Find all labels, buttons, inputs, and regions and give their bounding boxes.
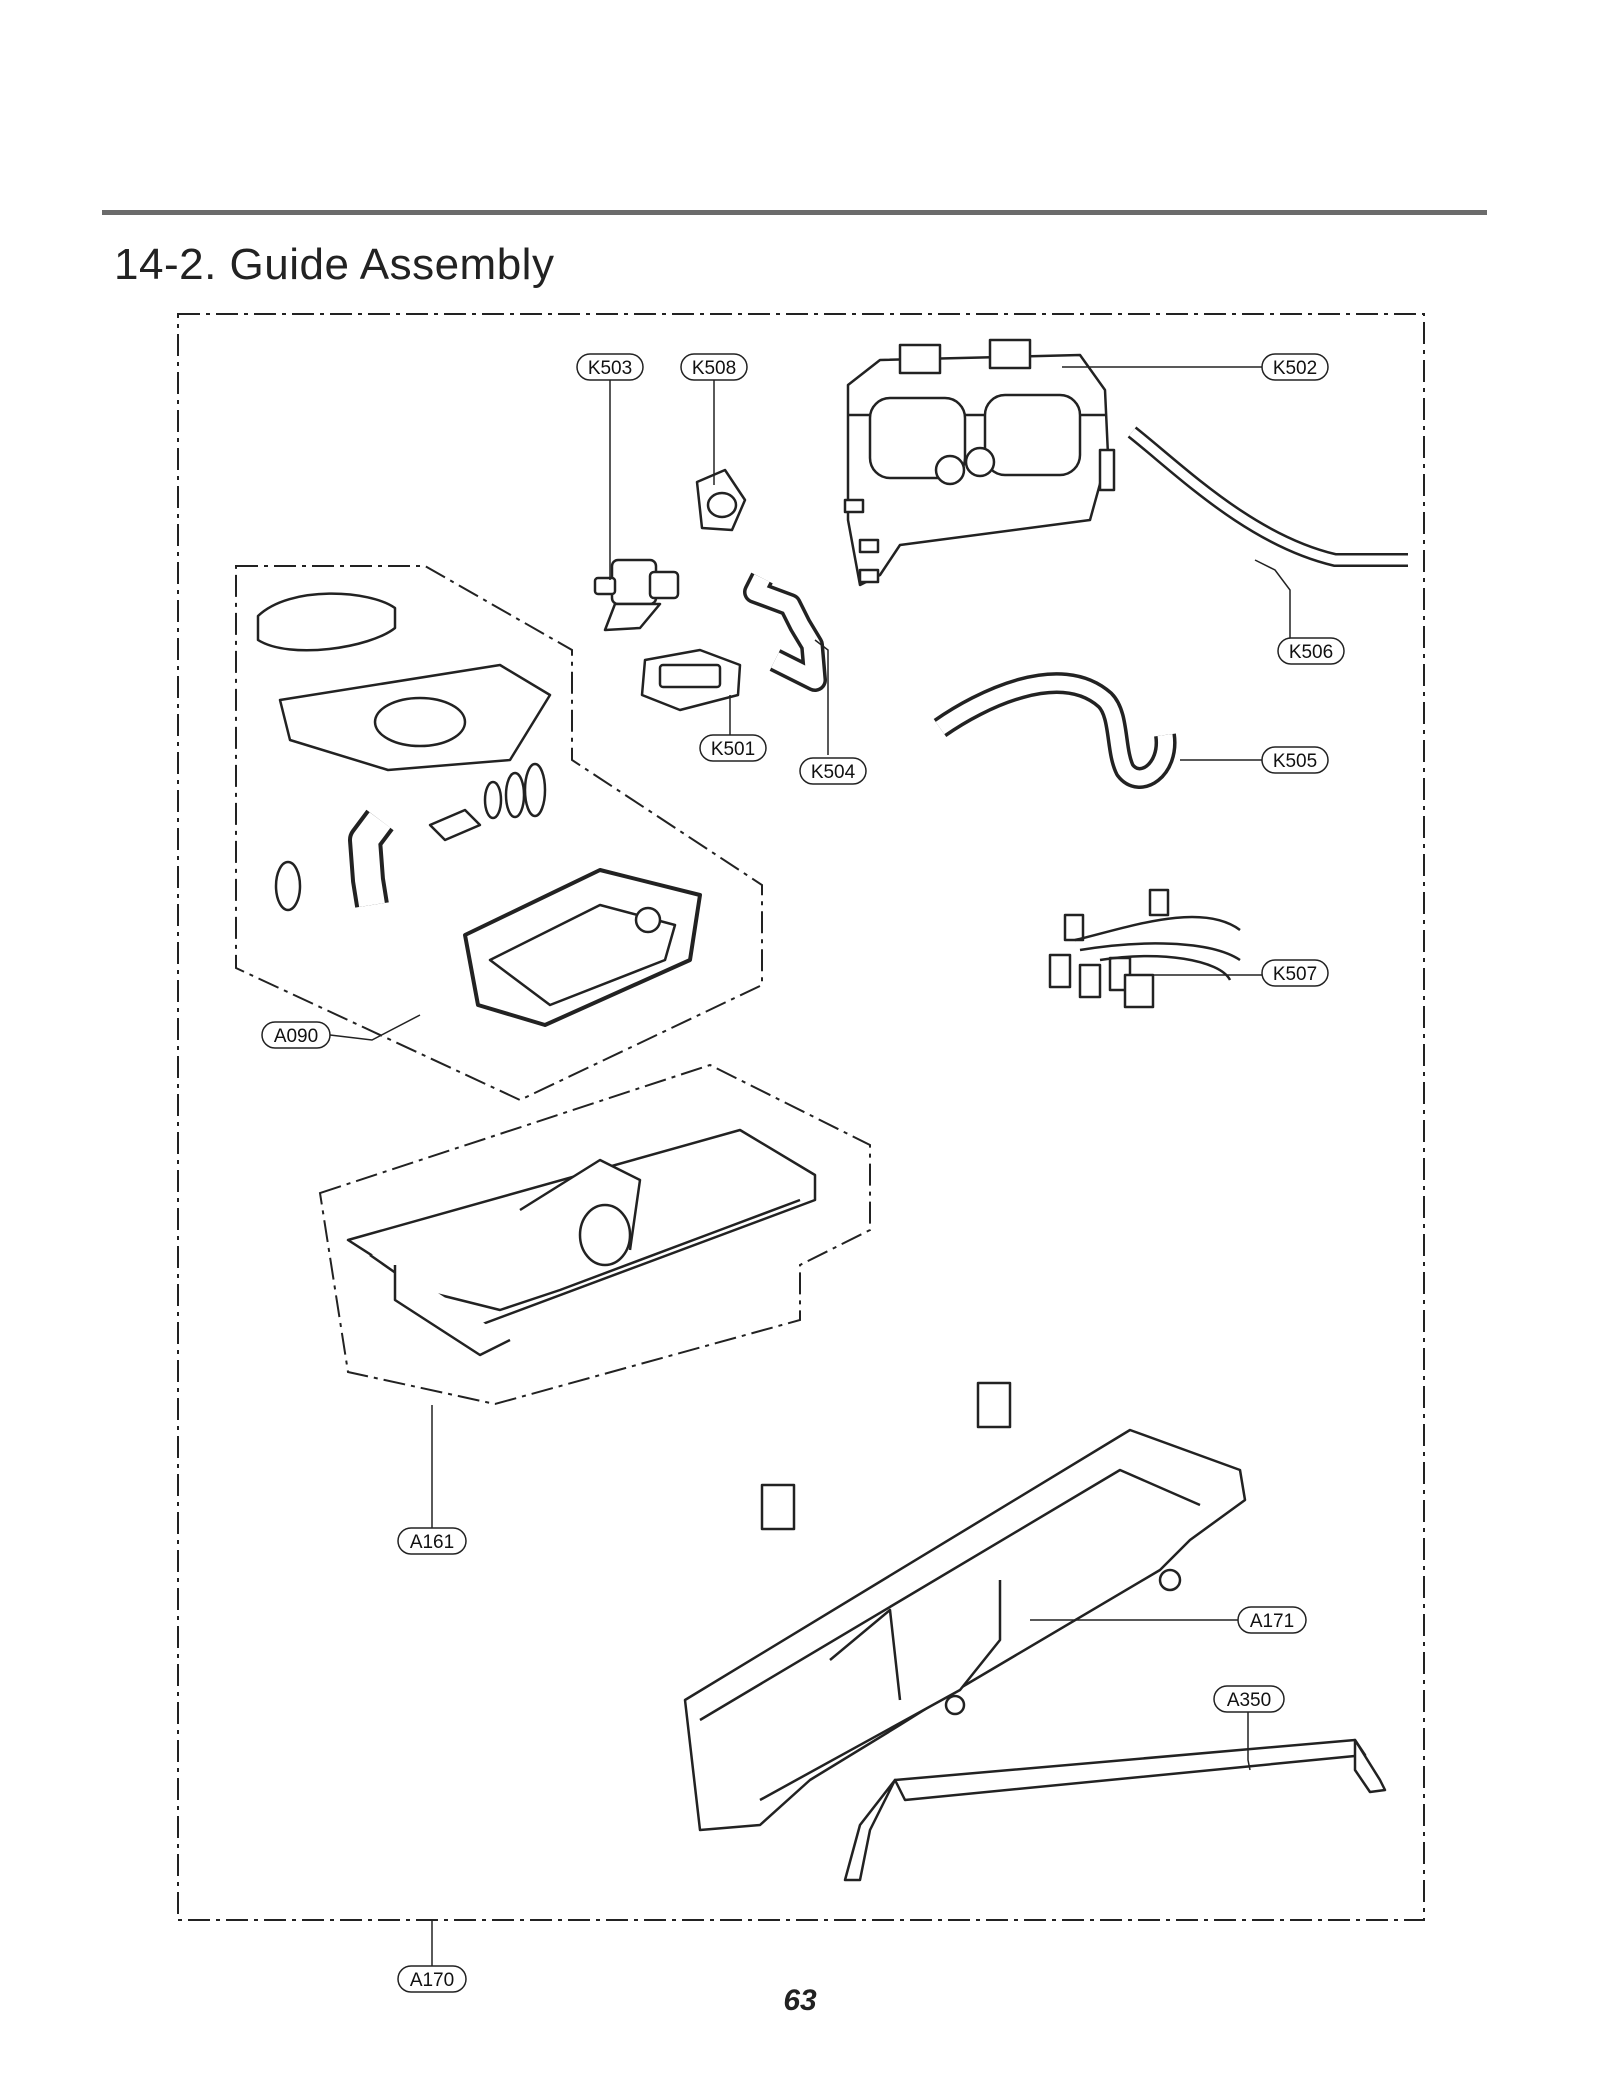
callout-a350: A350 bbox=[1213, 1685, 1285, 1713]
callout-labels: K503 K508 K502 K506 K501 K504 K505 K507 bbox=[261, 353, 1345, 1993]
a090-boundary bbox=[235, 565, 763, 1102]
callout-k506: K506 bbox=[1277, 637, 1345, 665]
svg-text:K502: K502 bbox=[1273, 358, 1317, 379]
a090-cover-part bbox=[278, 663, 552, 772]
svg-text:K508: K508 bbox=[692, 358, 736, 379]
a161-boundary bbox=[318, 1063, 871, 1406]
callout-k502: K502 bbox=[1261, 353, 1329, 381]
callout-a161: A161 bbox=[397, 1527, 467, 1555]
svg-text:A170: A170 bbox=[410, 1970, 454, 1991]
callout-k501: K501 bbox=[699, 734, 767, 762]
k507-harness-part bbox=[1048, 888, 1241, 1009]
a350-rail-part bbox=[843, 1738, 1387, 1882]
a090-fittings-part bbox=[428, 762, 547, 842]
clip-lower-part bbox=[760, 1483, 796, 1531]
k502-housing-part bbox=[843, 338, 1116, 587]
svg-text:A090: A090 bbox=[274, 1026, 318, 1047]
a090-cap-part bbox=[256, 592, 397, 652]
outer-assembly-boundary bbox=[177, 313, 1425, 1921]
page-number: 63 bbox=[783, 1984, 817, 2017]
svg-text:K504: K504 bbox=[811, 762, 856, 783]
a161-basin-part bbox=[346, 1128, 817, 1357]
leader-lines bbox=[329, 366, 1291, 1966]
a090-tray-part bbox=[463, 868, 702, 1027]
clip-upper-part bbox=[976, 1381, 1012, 1429]
svg-text:A171: A171 bbox=[1250, 1611, 1294, 1632]
callout-k508: K508 bbox=[680, 353, 748, 381]
k503-valve-part bbox=[593, 558, 680, 632]
a090-ring-part bbox=[274, 860, 302, 912]
callout-a170: A170 bbox=[397, 1965, 467, 1993]
callout-k504: K504 bbox=[799, 757, 867, 785]
a171-frame-part bbox=[683, 1428, 1247, 1832]
svg-text:K505: K505 bbox=[1273, 751, 1317, 772]
svg-text:K501: K501 bbox=[711, 739, 755, 760]
k501-holder-part bbox=[640, 648, 742, 712]
callout-k505: K505 bbox=[1261, 746, 1329, 774]
svg-text:K507: K507 bbox=[1273, 964, 1317, 985]
header-rule bbox=[102, 210, 1487, 215]
callout-a171: A171 bbox=[1237, 1606, 1307, 1634]
svg-text:K506: K506 bbox=[1289, 642, 1333, 663]
k505-hose-part bbox=[933, 672, 1177, 789]
svg-text:A350: A350 bbox=[1227, 1690, 1271, 1711]
callout-a090: A090 bbox=[261, 1021, 331, 1049]
section-title: 14-2. Guide Assembly bbox=[114, 240, 555, 289]
svg-text:K503: K503 bbox=[588, 358, 632, 379]
callout-k503: K503 bbox=[576, 353, 644, 381]
k506-hose-part bbox=[1127, 426, 1408, 567]
k508-clip-part bbox=[695, 468, 747, 532]
svg-text:A161: A161 bbox=[410, 1532, 454, 1553]
callout-k507: K507 bbox=[1261, 959, 1329, 987]
